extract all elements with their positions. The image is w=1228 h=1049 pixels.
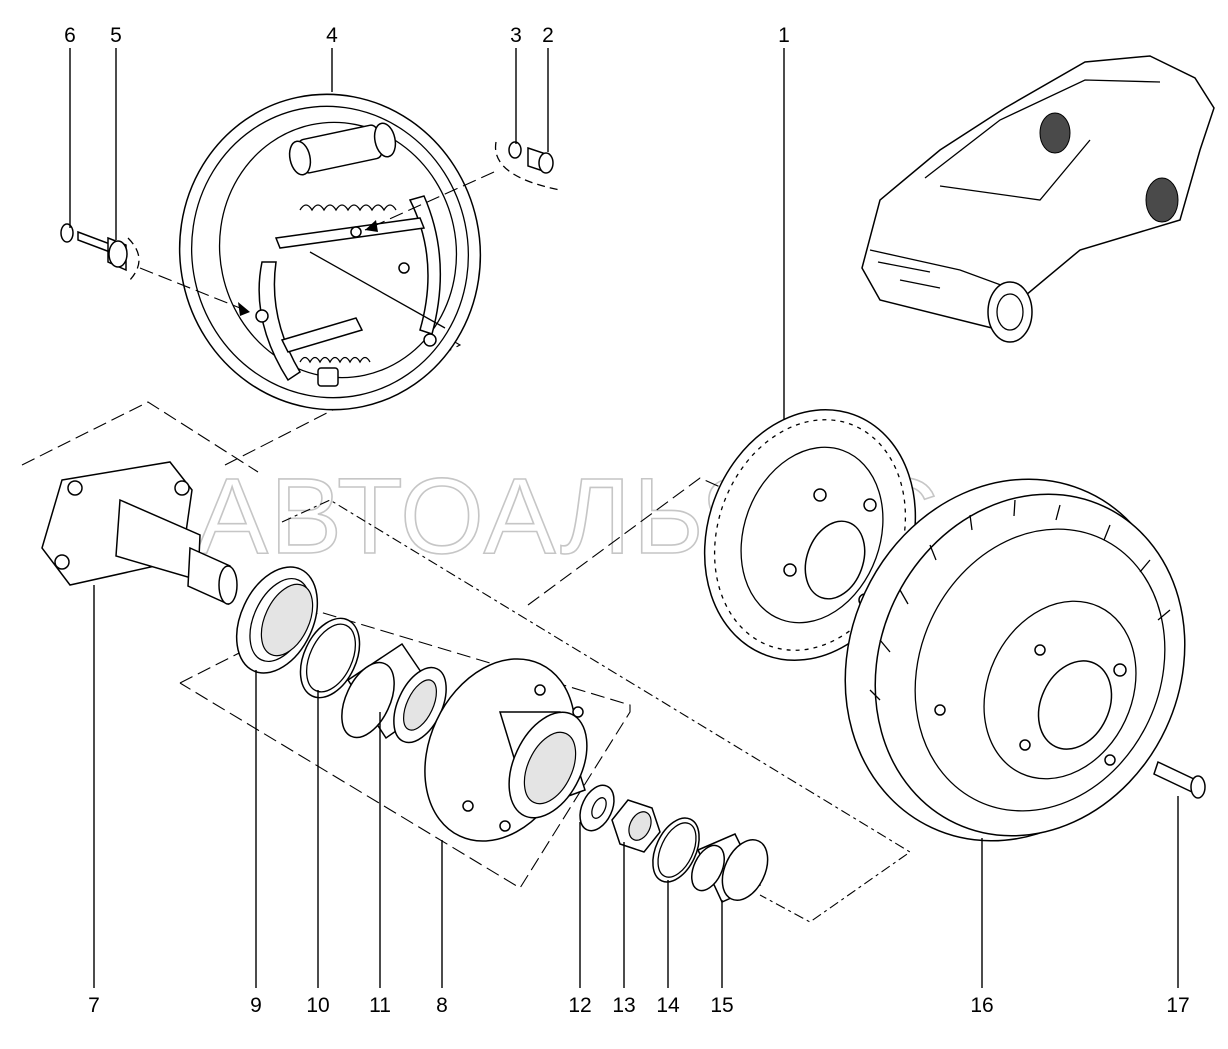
- part-label-3: 3: [510, 24, 522, 47]
- snap-ring: [299, 617, 361, 699]
- part-label-4: 4: [326, 24, 338, 47]
- part-label-12: 12: [568, 994, 591, 1017]
- bolt-and-washer-right: [494, 141, 561, 191]
- part-label-7: 7: [88, 994, 100, 1017]
- hub-bearing: [341, 642, 447, 744]
- rear-axle-stub: [41, 461, 238, 606]
- part-label-17: 17: [1166, 994, 1189, 1017]
- vehicle-location-illustration: [861, 55, 1215, 343]
- wheel-stud: [1153, 760, 1206, 799]
- part-label-6: 6: [64, 24, 76, 47]
- part-label-9: 9: [250, 994, 262, 1017]
- hub-cap: [691, 833, 769, 903]
- part-label-13: 13: [612, 994, 635, 1017]
- part-label-16: 16: [970, 994, 993, 1017]
- part-label-1: 1: [778, 24, 790, 47]
- brake-drum: [844, 478, 1186, 842]
- part-number-labels: 1 2 3 4 5 6 7 8 9 10 11 12 13 14 15 16 1…: [64, 24, 1190, 1017]
- thrust-washer: [579, 784, 615, 832]
- leader-lines: [69, 48, 1179, 988]
- part-label-2: 2: [542, 24, 554, 47]
- part-label-5: 5: [110, 24, 122, 47]
- assembly-outline-brake: [21, 321, 462, 473]
- o-ring: [652, 817, 700, 883]
- brake-backing-plate-assembly: [139, 93, 495, 411]
- part-label-15: 15: [710, 994, 733, 1017]
- part-label-14: 14: [656, 994, 680, 1017]
- part-label-10: 10: [306, 994, 329, 1017]
- part-label-11: 11: [369, 994, 391, 1017]
- bolt-and-washer-left: [60, 223, 140, 283]
- hub-nut: [611, 799, 661, 853]
- part-label-8: 8: [436, 994, 448, 1017]
- oil-seal: [235, 566, 319, 674]
- wheel-hub: [424, 658, 588, 842]
